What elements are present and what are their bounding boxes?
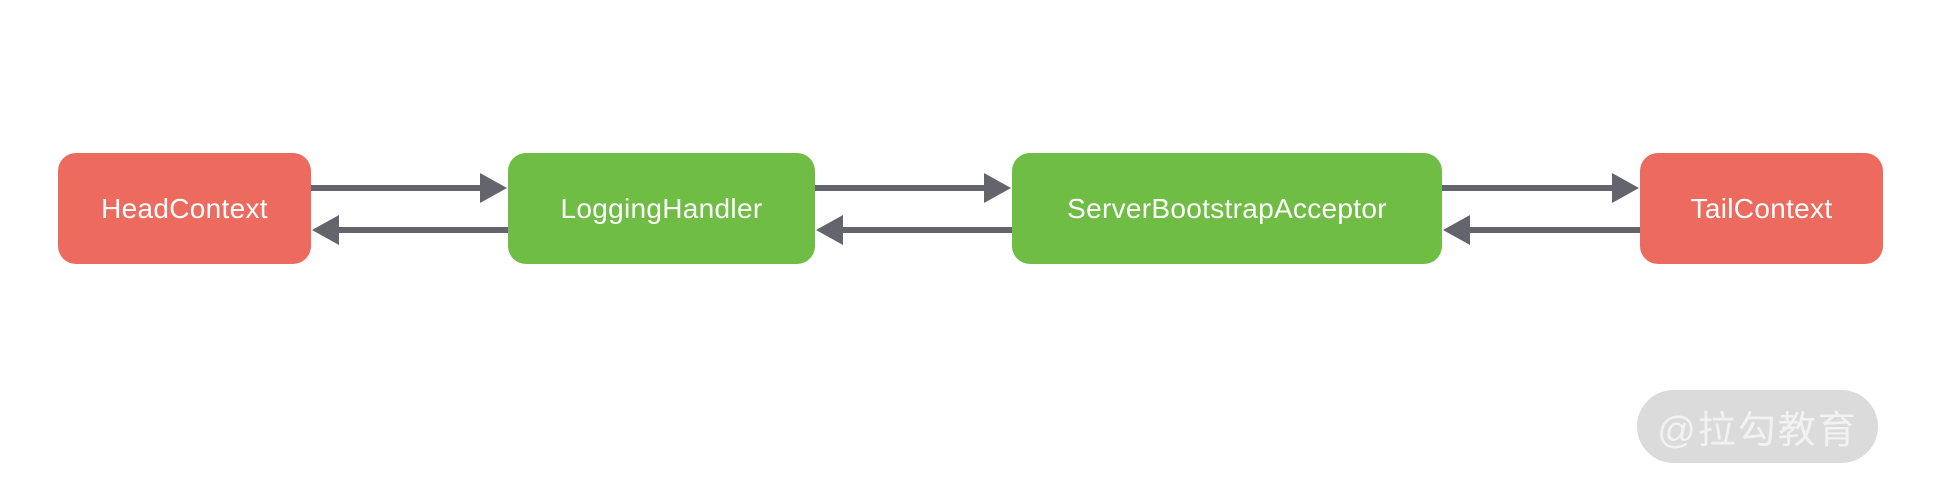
node-server-bootstrap-acceptor-label: ServerBootstrapAcceptor [1067, 192, 1387, 224]
arrow-serverbootstrapacceptor-to-tailcontext [1442, 185, 1612, 191]
arrow-serverbootstrapacceptor-to-logginghandler [843, 227, 1012, 233]
node-server-bootstrap-acceptor: ServerBootstrapAcceptor [1012, 153, 1442, 264]
arrow-logginghandler-to-serverbootstrapacceptor [815, 185, 984, 191]
node-logging-handler: LoggingHandler [508, 153, 815, 264]
watermark-badge: @拉勾教育 [1637, 390, 1878, 463]
node-logging-handler-label: LoggingHandler [560, 192, 763, 224]
arrow-tailcontext-to-serverbootstrapacceptor [1470, 227, 1640, 233]
node-tail-context-label: TailContext [1690, 192, 1833, 224]
node-tail-context: TailContext [1640, 153, 1883, 264]
node-head-context-label: HeadContext [101, 192, 268, 224]
arrow-logginghandler-to-headcontext [339, 227, 508, 233]
watermark-text: @拉勾教育 [1657, 410, 1858, 452]
node-head-context: HeadContext [58, 153, 311, 264]
arrow-headcontext-to-logginghandler [311, 185, 480, 191]
